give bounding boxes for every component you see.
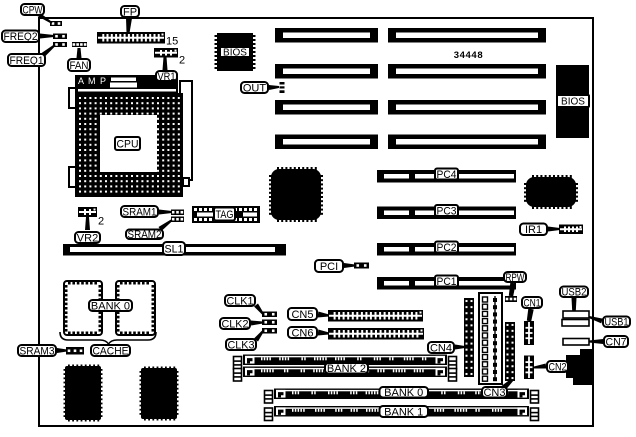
svg-text:SRAM3: SRAM3 — [20, 345, 55, 357]
svg-text:PC1: PC1 — [437, 276, 457, 288]
svg-text:CN6: CN6 — [291, 327, 313, 339]
svg-text:OUT: OUT — [243, 82, 267, 94]
svg-text:SL1: SL1 — [165, 243, 184, 255]
svg-text:BANK 1: BANK 1 — [384, 406, 423, 418]
svg-text:FAN: FAN — [70, 60, 89, 72]
svg-text:2: 2 — [98, 216, 104, 228]
svg-text:15: 15 — [166, 36, 178, 48]
svg-text:CLK3: CLK3 — [228, 339, 255, 351]
svg-text:PC3: PC3 — [437, 205, 457, 217]
svg-text:IR1: IR1 — [525, 224, 542, 236]
svg-text:CN1: CN1 — [524, 297, 541, 309]
svg-text:CPW: CPW — [23, 4, 43, 16]
svg-text:BANK 2: BANK 2 — [327, 363, 366, 375]
svg-text:BIOS: BIOS — [561, 97, 585, 108]
svg-text:PC2: PC2 — [437, 242, 457, 254]
svg-text:RPW: RPW — [506, 272, 525, 284]
svg-text:CLK1: CLK1 — [227, 295, 254, 307]
svg-text:CN7: CN7 — [606, 336, 627, 348]
svg-text:USB2: USB2 — [562, 287, 587, 299]
svg-text:FREQ2: FREQ2 — [4, 31, 38, 43]
svg-text:BANK 0: BANK 0 — [91, 300, 130, 312]
svg-text:BANK 0: BANK 0 — [384, 387, 423, 399]
svg-text:CN3: CN3 — [483, 387, 505, 399]
svg-text:34448: 34448 — [454, 50, 483, 61]
svg-text:CLK2: CLK2 — [222, 318, 249, 330]
svg-text:PCI: PCI — [320, 261, 338, 273]
svg-text:FP: FP — [123, 6, 137, 18]
svg-text:FREQ1: FREQ1 — [10, 55, 44, 67]
svg-text:SRAM2: SRAM2 — [128, 229, 162, 241]
svg-text:CN5: CN5 — [291, 309, 313, 321]
svg-text:SRAM1: SRAM1 — [123, 206, 157, 218]
svg-text:TAG: TAG — [216, 209, 234, 221]
svg-text:CACHE: CACHE — [93, 345, 129, 357]
svg-text:BIOS: BIOS — [223, 48, 247, 59]
svg-text:PC4: PC4 — [437, 169, 457, 181]
svg-text:A M P: A M P — [78, 76, 107, 86]
svg-text:CN2: CN2 — [549, 361, 567, 373]
svg-text:CN4: CN4 — [430, 342, 452, 354]
svg-text:VR2: VR2 — [77, 232, 98, 244]
svg-text:2: 2 — [179, 55, 185, 67]
svg-text:VR1: VR1 — [158, 71, 176, 83]
svg-text:USB1: USB1 — [605, 317, 629, 329]
svg-text:CPU: CPU — [117, 138, 139, 150]
